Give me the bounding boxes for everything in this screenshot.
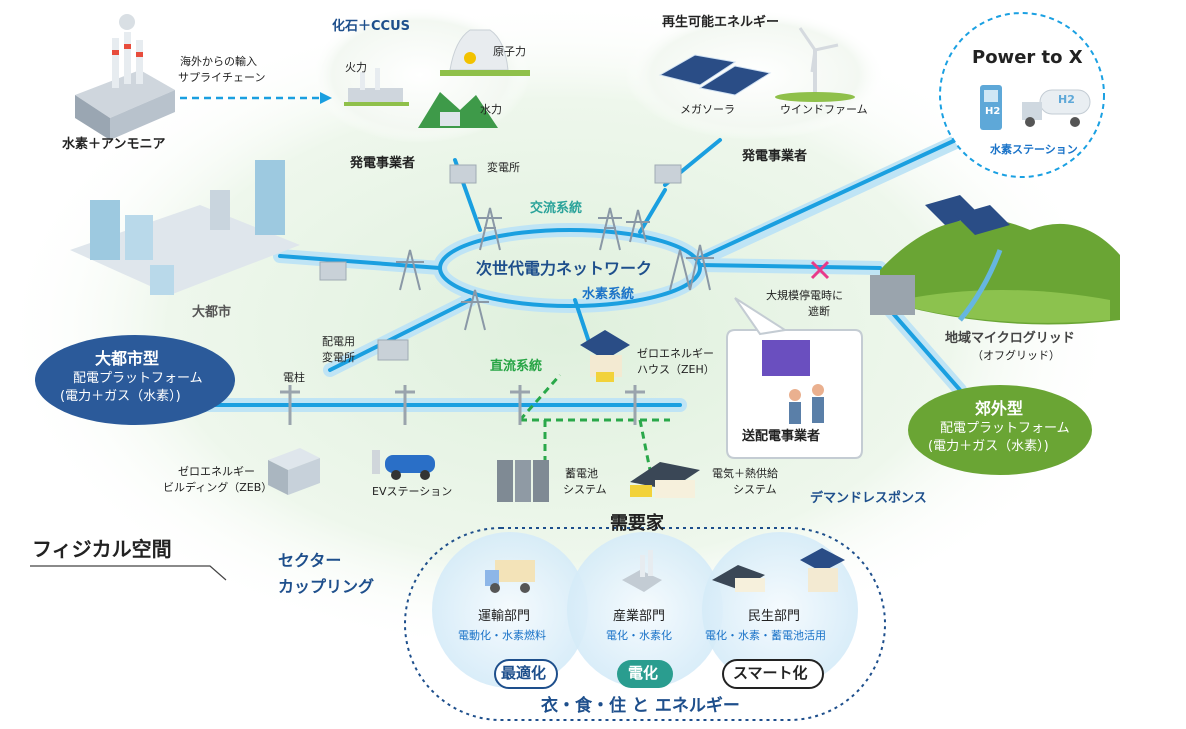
nuclear-plant-icon bbox=[440, 29, 530, 76]
pole-label: 電柱 bbox=[283, 371, 305, 384]
substation-label: 変電所 bbox=[487, 161, 520, 174]
h2-truck-icon bbox=[1022, 89, 1091, 127]
zeb-line1: ゼロエネルギー bbox=[178, 465, 255, 478]
substations bbox=[319, 164, 682, 361]
h2-truck-sign: H2 bbox=[1058, 93, 1075, 106]
hydrogen-ammonia-label: 水素＋アンモニア bbox=[62, 137, 166, 152]
blackout-line1: 大規模停電時に bbox=[766, 289, 843, 302]
suburban-type-line1: 配電プラットフォーム bbox=[940, 421, 1070, 436]
grid-operator-label: 送配電事業者 bbox=[742, 429, 821, 444]
electrify-pill bbox=[617, 660, 673, 688]
suburban-type-line2: (電力＋ガス（水素）) bbox=[928, 439, 1049, 454]
smart-label: スマート化 bbox=[733, 664, 808, 682]
residential-label: 民生部門 bbox=[748, 609, 801, 624]
urban-type-title: 大都市型 bbox=[95, 349, 160, 368]
industry-label: 産業部門 bbox=[613, 609, 666, 624]
heat-supply-house-icon bbox=[630, 462, 700, 498]
wind-turbine-icon bbox=[775, 27, 855, 102]
grid-lines bbox=[198, 136, 962, 407]
h2-station-sign: H2 bbox=[985, 106, 1001, 117]
suburban-type-title: 郊外型 bbox=[975, 399, 1024, 418]
next-gen-network-label: 次世代電力ネットワーク bbox=[476, 259, 653, 278]
mega-solar-icon bbox=[658, 54, 772, 96]
ev-car-icon bbox=[372, 450, 435, 480]
demand-response-label: デマンドレスポンス bbox=[810, 491, 927, 506]
import-label-line2: サプライチェーン bbox=[178, 71, 266, 84]
city-icon bbox=[70, 160, 300, 295]
consumers-title: 需要家 bbox=[610, 513, 664, 534]
physical-space-label: フィジカル空間 bbox=[32, 537, 172, 561]
zeh-house-icon bbox=[580, 330, 630, 382]
urban-type-line1: 配電プラットフォーム bbox=[73, 371, 203, 386]
blackout-line2: 遮断 bbox=[808, 305, 830, 318]
transport-bubble bbox=[432, 532, 588, 688]
industry-sub-label: 電化・水素化 bbox=[606, 629, 672, 642]
transport-sub-label: 電動化・水素燃料 bbox=[458, 629, 546, 642]
sector-coupling-line1: セクター bbox=[278, 551, 342, 570]
suburban-type-pill bbox=[908, 385, 1092, 475]
thermal-plant-icon bbox=[344, 68, 409, 106]
dc-system-label: 直流系統 bbox=[490, 359, 543, 374]
microgrid-landscape-icon bbox=[870, 195, 1120, 325]
urban-type-line2: (電力＋ガス（水素）) bbox=[60, 389, 181, 404]
industry-factory-icon bbox=[622, 550, 662, 592]
hydro-label: 水力 bbox=[480, 103, 502, 116]
fossil-ccus-title: 化石＋CCUS bbox=[332, 19, 411, 34]
power-to-x-circle bbox=[939, 12, 1105, 178]
heat-line2: システム bbox=[733, 483, 777, 496]
hydrogen-factory-icon bbox=[75, 14, 175, 140]
wind-farm-label: ウインドファーム bbox=[780, 103, 868, 116]
generator-right-label: 発電事業者 bbox=[742, 149, 808, 164]
battery-line2: システム bbox=[563, 483, 607, 496]
zeb-building-icon bbox=[268, 448, 320, 495]
dist-substation-line1: 配電用 bbox=[322, 335, 355, 348]
dist-substation-line2: 変電所 bbox=[322, 351, 355, 364]
battery-line1: 蓄電池 bbox=[565, 467, 598, 480]
transmission-towers bbox=[396, 207, 714, 331]
renewable-title: 再生可能エネルギー bbox=[662, 15, 780, 30]
electrify-label: 電化 bbox=[628, 664, 659, 682]
ev-station-label: EVステーション bbox=[372, 485, 453, 498]
transport-label: 運輸部門 bbox=[478, 609, 531, 624]
big-city-label: 大都市 bbox=[192, 305, 232, 320]
offgrid-label: （オフグリッド） bbox=[972, 349, 1060, 362]
nuclear-label: 原子力 bbox=[493, 45, 526, 58]
transport-truck-icon bbox=[485, 560, 535, 593]
thermal-label: 火力 bbox=[345, 61, 367, 74]
import-label-line1: 海外からの輸入 bbox=[180, 55, 257, 68]
h2-station-icon bbox=[980, 85, 1002, 130]
heat-line1: 電気＋熱供給 bbox=[712, 467, 778, 480]
residential-sub-label: 電化・水素・蓄電池活用 bbox=[705, 629, 826, 642]
h2-station-label: 水素ステーション bbox=[990, 143, 1078, 156]
hydrogen-system-label: 水素系統 bbox=[582, 287, 635, 302]
zeb-line2: ビルディング（ZEB） bbox=[163, 481, 273, 494]
hydro-plant-icon bbox=[418, 92, 498, 128]
grid-operator-callout bbox=[726, 297, 863, 459]
mega-solar-label: メガソーラ bbox=[680, 103, 735, 116]
optimize-label: 最適化 bbox=[501, 664, 547, 682]
smart-pill bbox=[722, 659, 824, 689]
utility-poles bbox=[280, 385, 645, 425]
residential-houses-icon bbox=[712, 548, 845, 592]
generator-left-label: 発電事業者 bbox=[350, 156, 416, 171]
sector-coupling-line2: カップリング bbox=[278, 577, 375, 596]
physical-space-underline bbox=[30, 565, 227, 581]
microgrid-label: 地域マイクログリッド bbox=[945, 331, 1075, 346]
ac-system-label: 交流系統 bbox=[530, 201, 583, 216]
cut-x-icon bbox=[810, 260, 830, 280]
zeh-line2: ハウス（ZEH） bbox=[637, 363, 715, 376]
urban-type-pill bbox=[35, 335, 235, 425]
battery-system-icon bbox=[497, 460, 549, 502]
footer-label: 衣・食・住 と エネルギー bbox=[535, 696, 746, 717]
power-to-x-title: Power to X bbox=[972, 47, 1083, 68]
import-arrow bbox=[180, 92, 332, 104]
optimize-pill bbox=[494, 659, 558, 689]
zeh-line1: ゼロエネルギー bbox=[637, 347, 714, 360]
industry-bubble bbox=[567, 532, 723, 688]
